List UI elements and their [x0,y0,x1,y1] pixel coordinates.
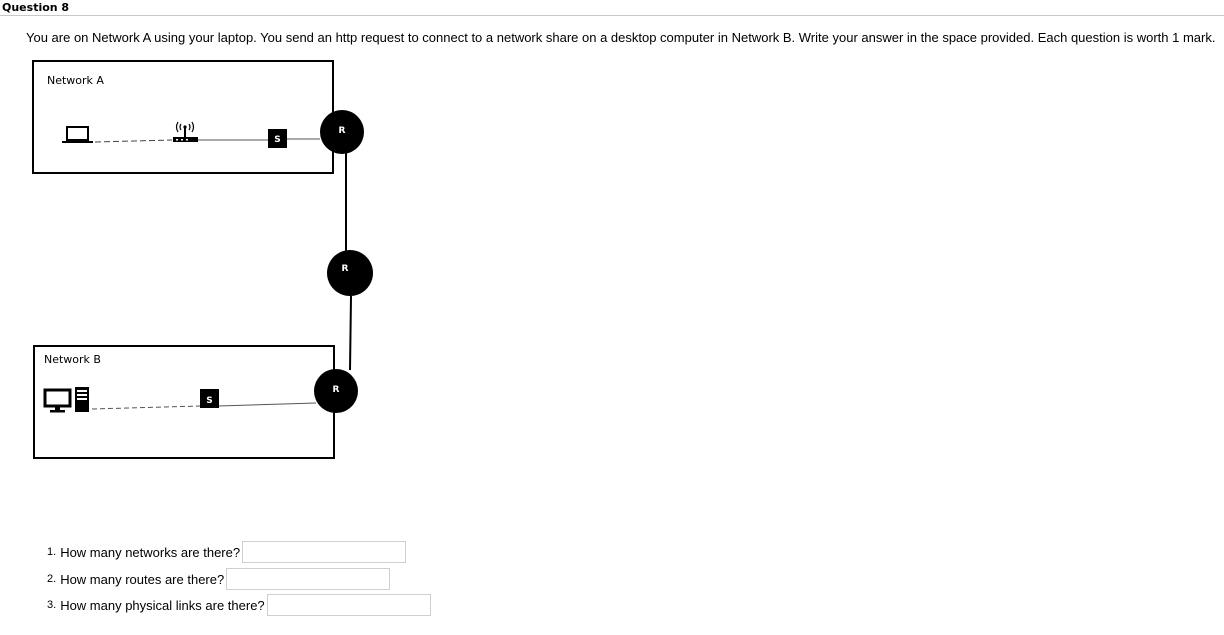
question-1-number: 1. [47,546,57,558]
question-3-number: 3. [47,599,57,611]
network-b-label: Network B [44,353,101,366]
question-3: 3. How many physical links are there? [47,594,431,616]
desktop-computer-icon [43,387,89,413]
router-a-label: R [339,126,346,136]
question-1: 1. How many networks are there? [47,541,407,563]
router-middle-label: R [342,264,349,274]
question-header: Question 8 [0,0,1224,16]
question-title: Question 8 [2,1,70,14]
answer-3-input[interactable] [266,594,431,616]
switch-router-link-b [217,402,317,407]
network-a-label: Network A [47,74,104,87]
question-3-text: How many physical links are there? [60,597,265,613]
question-intro: You are on Network A using your laptop. … [26,30,1216,45]
router-b: R [314,369,358,413]
switch-a-label: S [274,135,280,145]
question-2-number: 2. [47,573,57,585]
router-middle: R [327,250,373,296]
switch-b-label: S [206,396,212,406]
router-b-label: R [333,385,340,395]
desktop-switch-link [91,405,201,410]
laptop-icon [62,126,93,143]
answer-2-input[interactable] [226,568,391,590]
router-link-bottom [349,295,352,371]
question-2-text: How many routes are there? [60,571,225,587]
wireless-link [94,139,173,143]
router-a: R [320,110,364,154]
question-2: 2. How many routes are there? [47,568,391,590]
wifi-router-icon [173,121,198,142]
switch-a: S [268,129,287,148]
switch-b: S [200,389,219,408]
answer-1-input[interactable] [242,541,407,563]
question-1-text: How many networks are there? [60,544,241,560]
